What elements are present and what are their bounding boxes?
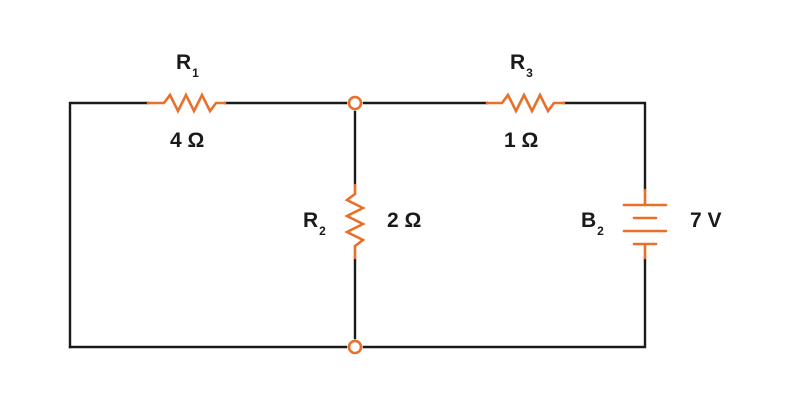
resistor-r1: R1 4 Ω <box>146 51 227 152</box>
resistor-r2-label: R2 <box>303 209 326 238</box>
battery-b2: B2 7 V <box>581 188 722 260</box>
resistor-r1-subscript: 1 <box>192 66 199 80</box>
resistor-r1-symbol <box>146 92 227 114</box>
battery-b2-label: B2 <box>581 209 604 238</box>
resistor-r2-value: 2 Ω <box>387 209 421 232</box>
resistor-r2: R2 2 Ω <box>303 183 421 260</box>
resistor-r3-subscript: 3 <box>526 66 533 80</box>
resistor-r1-symbol-text: R <box>176 51 191 74</box>
resistor-r3-symbol <box>485 92 566 114</box>
battery-b2-symbol <box>622 188 668 260</box>
resistor-r1-value: 4 Ω <box>170 129 204 152</box>
resistor-r2-symbol <box>344 183 366 260</box>
resistor-r2-symbol-text: R <box>303 209 318 232</box>
resistor-r3-label: R3 <box>510 51 533 80</box>
resistor-r3: R3 1 Ω <box>485 51 566 152</box>
wires <box>68 101 647 349</box>
battery-b2-symbol-text: B <box>581 209 596 232</box>
battery-b2-value: 7 V <box>690 209 722 232</box>
node-top <box>347 95 363 111</box>
wire-right-top <box>562 101 647 192</box>
resistor-r3-value: 1 Ω <box>504 129 538 152</box>
resistor-r2-subscript: 2 <box>319 224 326 238</box>
resistor-r1-label: R1 <box>176 51 199 80</box>
wire-top-left <box>68 101 150 349</box>
wire-right-bottom <box>362 256 647 349</box>
battery-b2-subscript: 2 <box>597 224 604 238</box>
resistor-r3-symbol-text: R <box>510 51 525 74</box>
node-bottom <box>347 339 363 355</box>
